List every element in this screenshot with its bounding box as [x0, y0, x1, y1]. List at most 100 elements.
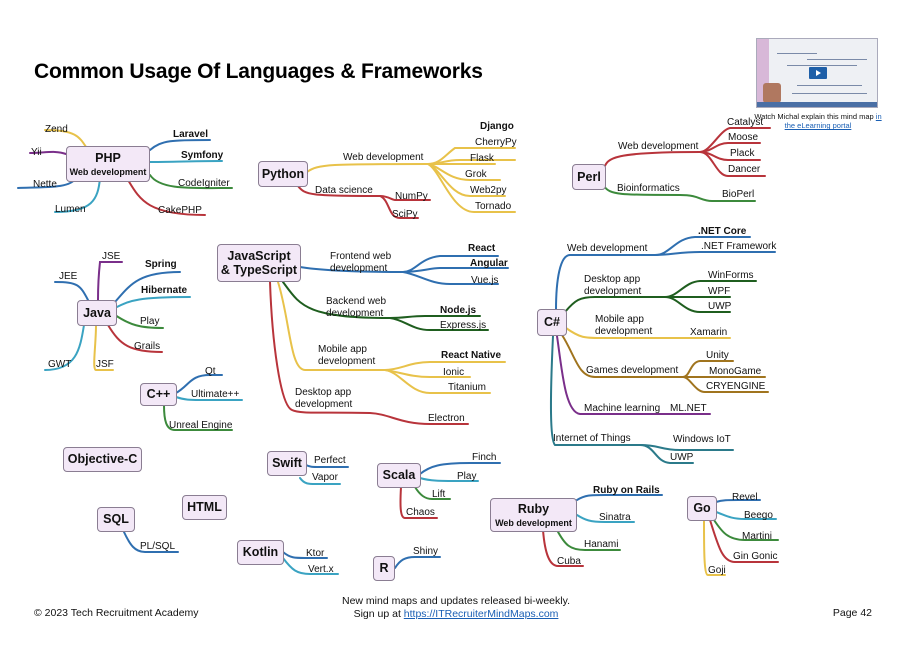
leaf-ktor: Ktor — [306, 548, 325, 559]
leaf-goji: Goji — [708, 565, 726, 576]
node-perl: Perl — [572, 164, 606, 190]
video-caption-text: Watch Michal explain this mind map — [754, 112, 874, 121]
leaf-hibernate: Hibernate — [141, 285, 188, 296]
leaf-winforms: WinForms — [708, 270, 754, 281]
branch-perl-bio: Bioinformatics — [617, 183, 680, 194]
leaf-ultimatepp: Ultimate++ — [191, 389, 240, 400]
branch-cs-web: Web development — [567, 243, 648, 254]
leaf-spring: Spring — [145, 259, 177, 270]
leaf-codeigniter: CodeIgniter — [178, 178, 230, 189]
leaf-react: React — [468, 243, 496, 254]
leaf-ruby-on-rails: Ruby on Rails — [593, 485, 660, 496]
leaf-lift: Lift — [432, 489, 446, 500]
leaf-cryengine: CRYENGINE — [706, 381, 766, 392]
node-cpp: C++ — [140, 383, 177, 406]
leaf-monogame: MonoGame — [709, 366, 762, 377]
node-label: R — [379, 561, 389, 576]
leaf-gwt: GWT — [48, 359, 72, 370]
play-icon[interactable] — [809, 67, 827, 79]
node-kotlin: Kotlin — [237, 540, 284, 565]
node-label: PHP — [95, 150, 121, 165]
leaf-electron: Electron — [428, 413, 465, 424]
node-label: Kotlin — [242, 545, 279, 560]
leaf-play: Play — [140, 316, 160, 327]
branch-js-desktop-2: development — [295, 399, 353, 410]
leaf-mlnet: ML.NET — [670, 403, 707, 414]
leaf-beego: Beego — [744, 510, 773, 521]
leaf-gin-gonic: Gin Gonic — [733, 551, 778, 562]
leaf-unity: Unity — [706, 350, 729, 361]
video-caption: Watch Michal explain this mind map in th… — [754, 112, 882, 131]
leaf-react-native: React Native — [441, 350, 502, 361]
leaf-revel: Revel — [732, 492, 758, 503]
branch-js-backend-2: development — [326, 308, 384, 319]
node-label: Ruby — [517, 501, 550, 516]
leaf-numpy: NumPy — [395, 191, 428, 202]
leaf-finch: Finch — [472, 452, 497, 463]
node-sublabel: Web development — [495, 518, 572, 529]
node-label-line2: & TypeScript — [220, 263, 298, 277]
node-r: R — [373, 556, 395, 581]
leaf-symfony: Symfony — [181, 150, 224, 161]
branch-js-mobile-1: Mobile app — [318, 344, 367, 355]
leaf-martini: Martini — [742, 531, 773, 542]
leaf-plack: Plack — [730, 148, 755, 159]
leaf-angular: Angular — [470, 258, 508, 269]
branch-cs-games: Games development — [586, 365, 679, 376]
leaf-grails: Grails — [134, 341, 161, 352]
branch-js-desktop-1: Desktop app — [295, 387, 352, 398]
leaf-xamarin: Xamarin — [690, 327, 728, 338]
video-progress-bar[interactable] — [757, 102, 877, 107]
node-objective-c: Objective-C — [63, 447, 142, 472]
thumb-line — [797, 85, 862, 86]
node-sublabel: Web development — [69, 167, 147, 178]
branch-js-backend-1: Backend web — [326, 296, 387, 307]
video-thumbnail[interactable] — [756, 38, 878, 108]
node-java: Java — [77, 300, 117, 326]
leaf-flask: Flask — [470, 153, 494, 164]
leaf-vertx: Vert.x — [308, 564, 334, 575]
leaf-django: Django — [480, 121, 514, 132]
leaf-vapor: Vapor — [312, 472, 338, 483]
leaf-perfect: Perfect — [314, 455, 346, 466]
leaf-qt: Qt — [205, 366, 216, 377]
leaf-sinatra: Sinatra — [599, 512, 631, 523]
branch-cs-desktop-2: development — [584, 286, 642, 297]
node-label: Scala — [382, 468, 416, 483]
leaf-netcore: .NET Core — [698, 226, 747, 237]
branch-js-frontend-1: Frontend web — [330, 251, 392, 262]
leaf-hanami: Hanami — [584, 539, 619, 550]
leaf-yii: Yii — [31, 147, 42, 158]
node-go: Go — [687, 496, 717, 521]
leaf-cherrypy: CherryPy — [475, 137, 517, 148]
footer-signup-prefix: Sign up at — [353, 607, 404, 620]
leaf-play-scala: Play — [457, 471, 477, 482]
leaf-jse: JSE — [102, 251, 121, 262]
branch-js-frontend-2: development — [330, 263, 388, 274]
thumb-line — [792, 93, 867, 94]
branch-js-mobile-2: development — [318, 356, 376, 367]
node-php: PHP Web development — [66, 146, 150, 182]
leaf-jsf: JSF — [96, 359, 114, 370]
elearning-portal-link[interactable]: in the eLearning portal — [784, 112, 882, 131]
node-label: Swift — [272, 456, 302, 471]
signup-link[interactable]: https://ITRecruiterMindMaps.com — [403, 607, 559, 620]
branch-cs-mobile-2: development — [595, 326, 653, 337]
page-number: Page 42 — [832, 607, 872, 619]
node-label-line1: JavaScript — [227, 248, 291, 263]
branch-cs-mobile-1: Mobile app — [595, 314, 644, 325]
page-title: Common Usage Of Languages & Frameworks — [34, 60, 483, 83]
leaf-grok: Grok — [465, 169, 487, 180]
node-label: SQL — [103, 512, 129, 527]
node-ruby: Ruby Web development — [490, 498, 577, 532]
leaf-jee: JEE — [59, 271, 78, 282]
node-python: Python — [258, 161, 308, 187]
leaf-uwp-iot: UWP — [670, 452, 694, 463]
leaf-lumen: Lumen — [55, 204, 86, 215]
node-scala: Scala — [377, 463, 421, 488]
footer-signup: New mind maps and updates released bi-we… — [300, 595, 612, 620]
branch-cs-desktop-1: Desktop app — [584, 274, 641, 285]
leaf-dancer: Dancer — [728, 164, 761, 175]
branch-cs-iot: Internet of Things — [553, 433, 631, 444]
